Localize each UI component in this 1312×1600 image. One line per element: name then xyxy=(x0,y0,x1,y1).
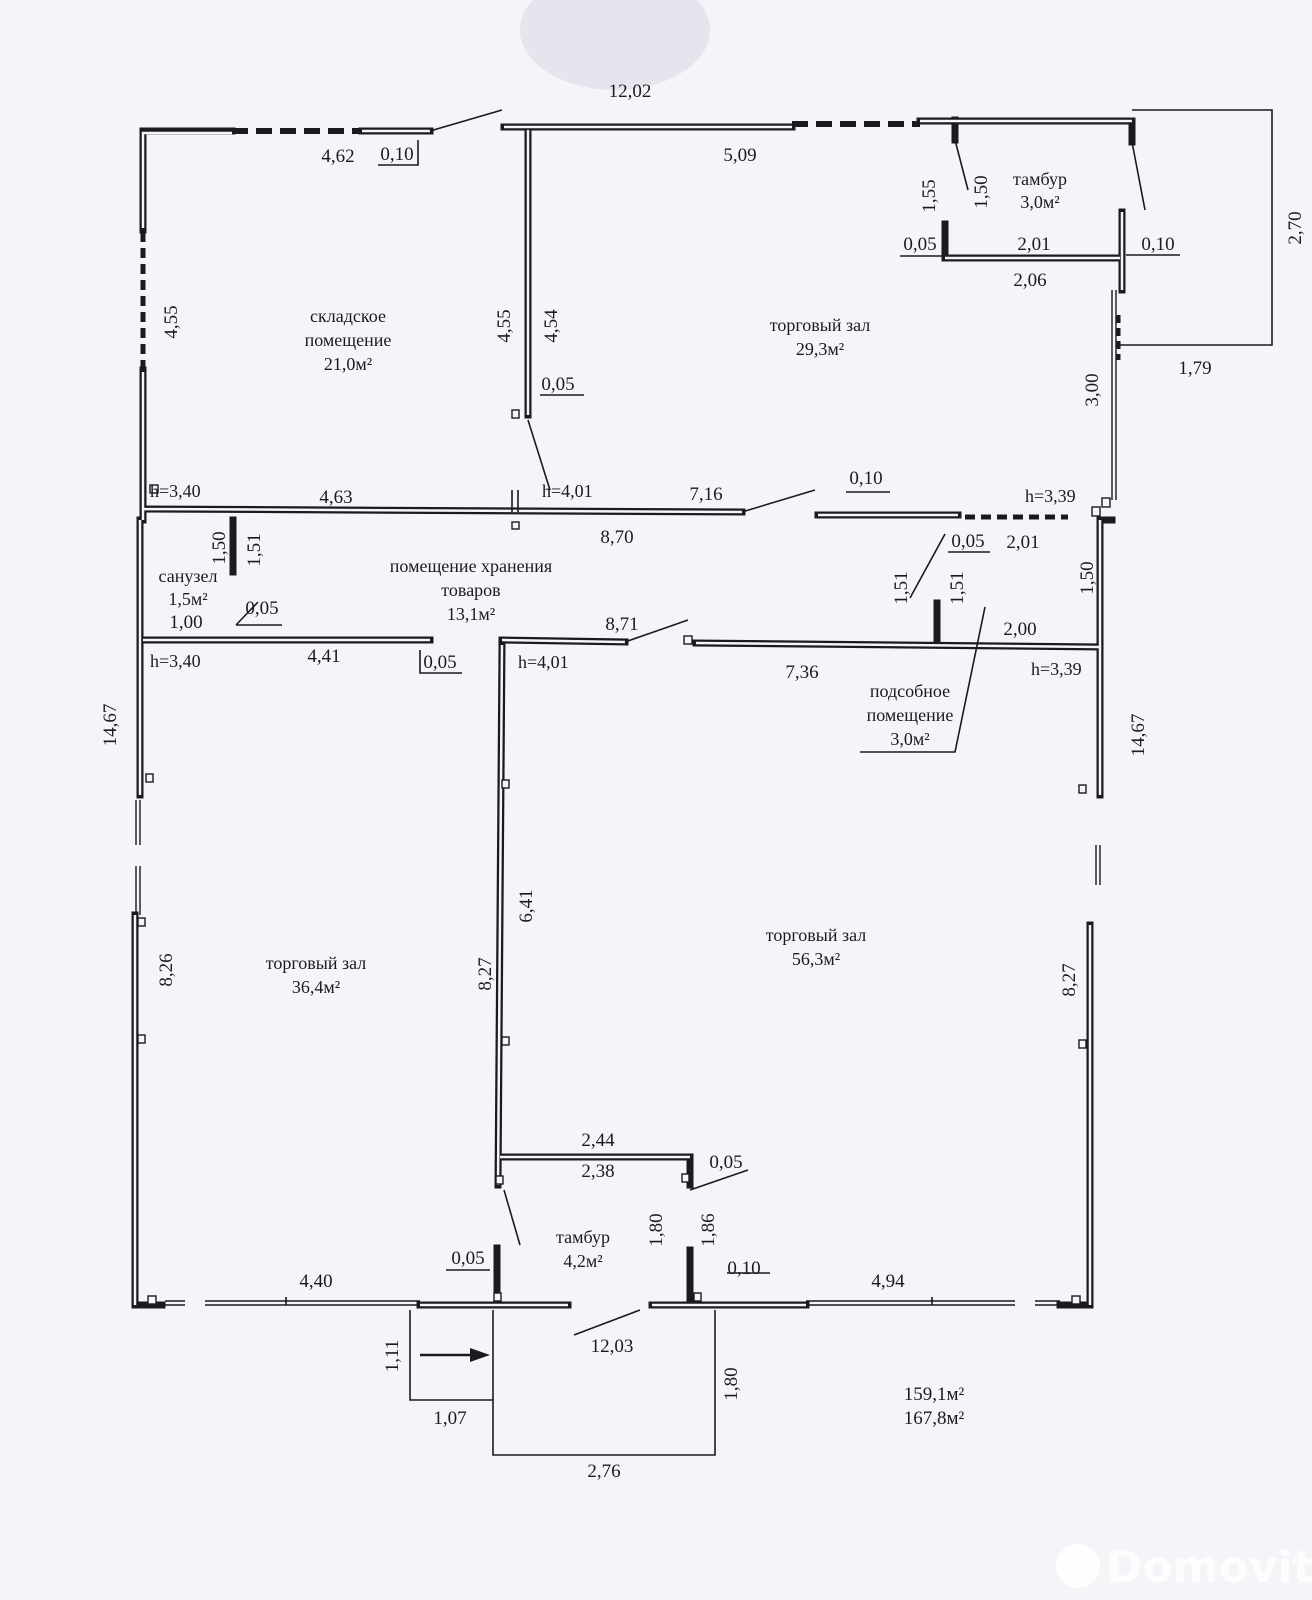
dim-wc-1-00: 1,00 xyxy=(169,612,202,633)
dim-row1-2-01: 2,01 xyxy=(1006,532,1039,553)
dim-top-total: 12,02 xyxy=(609,81,652,102)
total-area-overall: 167,8м² xyxy=(904,1408,965,1429)
dim-porch-1-11: 1,11 xyxy=(382,1340,403,1373)
watermark-logo-icon xyxy=(1056,1544,1100,1588)
dim-vest-0-10: 0,10 xyxy=(1141,234,1174,255)
dim-util-1-50: 1,50 xyxy=(1077,561,1098,594)
height-label: h=3,39 xyxy=(1031,659,1082,679)
dim-right-1-79: 1,79 xyxy=(1178,358,1211,379)
dim-right-2-70: 2,70 xyxy=(1285,211,1306,244)
dim-mid-0-05: 0,05 xyxy=(541,374,574,395)
dim-bot-4-94: 4,94 xyxy=(871,1271,905,1292)
dim-porch-2-76: 2,76 xyxy=(587,1461,620,1482)
dim-bot-4-40: 4,40 xyxy=(299,1271,332,1292)
dim-top-4-62: 4,62 xyxy=(321,146,354,167)
total-area-living: 159,1м² xyxy=(904,1384,965,1405)
dim-util-1-51b: 1,51 xyxy=(947,571,968,604)
dimension-labels-vertical: 4,55 4,55 4,54 1,55 1,50 2,70 3,00 1,50 … xyxy=(100,175,1306,1400)
dim-vest-0-05: 0,05 xyxy=(903,234,936,255)
dim-wc-1-50: 1,50 xyxy=(209,531,230,564)
dim-vb-1-86: 1,86 xyxy=(698,1213,719,1246)
dim-row1-0-05: 0,05 xyxy=(951,531,984,552)
dim-right-8-27: 8,27 xyxy=(1059,963,1080,996)
height-label: h=4,01 xyxy=(542,481,593,501)
dim-right-14-67: 14,67 xyxy=(1128,714,1149,757)
height-label: h=3,39 xyxy=(1025,486,1076,506)
dim-row1-7-16: 7,16 xyxy=(689,484,722,505)
dim-row1-4-63: 4,63 xyxy=(319,487,352,508)
height-label: h=3,40 xyxy=(150,481,201,501)
dim-vb-0-05: 0,05 xyxy=(709,1152,742,1173)
dim-row2-0-05: 0,05 xyxy=(423,652,456,673)
dim-mid-8-27: 8,27 xyxy=(475,957,496,990)
dim-row2-4-41: 4,41 xyxy=(307,646,340,667)
interior-walls xyxy=(139,116,1124,1304)
height-label: h=4,01 xyxy=(518,652,569,672)
annotation-lines xyxy=(235,109,1273,1456)
dim-vest-1-55: 1,55 xyxy=(919,179,940,212)
dim-vest-2-06: 2,06 xyxy=(1013,270,1046,291)
dim-vb-0-10: 0,10 xyxy=(727,1258,760,1279)
dim-vb-2-38: 2,38 xyxy=(581,1161,614,1182)
dim-wc-1-51: 1,51 xyxy=(244,533,265,566)
dim-vb-0-05b: 0,05 xyxy=(451,1248,484,1269)
dim-vest-1-50: 1,50 xyxy=(971,175,992,208)
area-totals: 159,1м² 167,8м² xyxy=(904,1384,965,1429)
dim-left-14-67: 14,67 xyxy=(100,704,121,747)
height-labels: h=3,40 h=4,01 h=3,39 h=3,40 h=4,01 h=3,3… xyxy=(150,481,1082,679)
wall-highlights xyxy=(133,119,1132,1307)
outer-walls xyxy=(131,117,1136,1309)
dim-mid-4-55: 4,55 xyxy=(494,309,515,342)
height-label: h=3,40 xyxy=(150,651,201,671)
dim-vb-2-44: 2,44 xyxy=(581,1130,615,1151)
dimension-labels: 12,02 4,62 0,10 5,09 0,05 0,05 2,01 0,10… xyxy=(169,81,1211,1482)
dim-top-5-09: 5,09 xyxy=(723,145,756,166)
dim-row1-0-10: 0,10 xyxy=(849,468,882,489)
dim-right-3-00: 3,00 xyxy=(1082,373,1103,406)
dim-bot-12-03: 12,03 xyxy=(591,1336,634,1357)
dim-mid-6-41: 6,41 xyxy=(516,889,537,922)
dim-row2-7-36: 7,36 xyxy=(785,662,818,683)
dim-util-1-51a: 1,51 xyxy=(891,571,912,604)
wall-markers xyxy=(137,409,1111,1305)
dim-vb-1-80: 1,80 xyxy=(646,1213,667,1246)
dim-row2-8-71: 8,71 xyxy=(605,614,638,635)
dim-left-4-55: 4,55 xyxy=(161,305,182,338)
dim-porch-1-80: 1,80 xyxy=(721,1367,742,1400)
dim-row1-8-70: 8,70 xyxy=(600,527,633,548)
watermark: Domovita xyxy=(1056,1542,1312,1593)
dim-left-8-26: 8,26 xyxy=(156,953,177,986)
dim-top-0-10: 0,10 xyxy=(380,144,413,165)
dim-wc-0-05: 0,05 xyxy=(245,598,278,619)
dim-porch-1-07: 1,07 xyxy=(433,1408,466,1429)
dim-row2-2-00: 2,00 xyxy=(1003,619,1036,640)
dim-vest-2-01: 2,01 xyxy=(1017,234,1050,255)
dim-mid-4-54: 4,54 xyxy=(541,309,562,343)
watermark-text: Domovita xyxy=(1106,1542,1312,1593)
